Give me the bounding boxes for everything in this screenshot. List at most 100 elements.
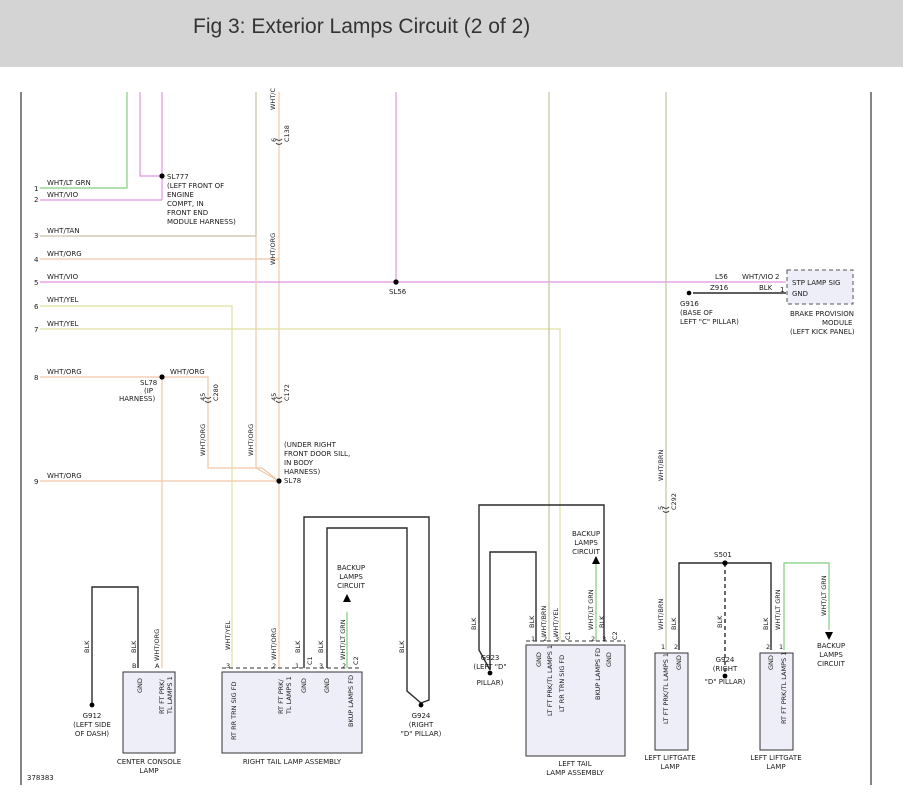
rt-tail-ground-wire: BLK [398,640,406,653]
left-liftgate-lamp-1-name: LAMP [660,763,679,771]
backup-label: LAMPS [819,651,843,659]
splice-g916 [686,290,692,296]
c138-name: C138 [283,125,291,142]
sl78-upper-label: HARNESS) [119,395,155,403]
rt-tail-pin: 1 [295,662,299,670]
lg2-pin: 2 [766,643,770,651]
wire-label: WHT/LT GRN [47,179,91,187]
wire-label-vert-org-3: WHT/ORG [247,424,255,456]
sl78-upper-label: (IP [144,387,153,395]
s501-label: S501 [714,551,732,559]
backup-arrow-up-icon [343,594,351,602]
bpm-label: (LEFT KICK PANEL) [790,328,855,336]
g916-label: LEFT "C" PILLAR) [680,318,739,326]
lt-tail-conn-tag: C1 [564,631,572,640]
sl777-label: FRONT END [167,209,208,217]
pin-number: 1 [34,185,38,193]
right-tail-lamp-name: RIGHT TAIL LAMP ASSEMBLY [243,758,342,766]
sl78-wire-label: WHT/ORG [170,368,205,376]
wire-label-vert-org-1: WHT/ORG [269,233,277,265]
pin-number: 6 [34,303,39,311]
inline-connectors [204,138,670,513]
bpm-pin-name: GND [792,290,808,298]
rt-tail-func: BKUP LAMPS FD [347,675,355,727]
connector-c138-symbol [275,138,283,145]
c280-name: C280 [212,384,220,401]
left-pin-numbers: 1 2 3 4 5 6 7 8 9 [34,185,39,486]
rt-tail-wire: BLK [294,640,302,653]
sl78-upper-label: SL78 [140,379,157,387]
c292-pin: 5 [657,506,665,510]
figure-header: Fig 3: Exterior Lamps Circuit (2 of 2) [0,0,903,67]
backup-label: LAMPS [339,573,363,581]
figure-title: Fig 3: Exterior Lamps Circuit (2 of 2) [193,15,531,38]
wire-blk-rt-tail-1 [303,516,430,704]
bpm-pin-num: 2 [775,273,779,281]
brake-provision-module-box [786,269,854,305]
sl777-label: ENGINE [167,191,194,199]
g924a-label: G924 [412,712,431,720]
pin-number: 9 [34,478,38,486]
wire-label: WHT/VIO [47,273,79,281]
console-ground-wire: BLK [83,640,91,653]
lg1-pin: 2 [674,643,678,651]
rt-tail-func: GND [300,678,308,693]
console-func-gnd: GND [136,678,144,693]
lg1-wire: WHT/BRN [657,599,665,630]
sl78-lower-label: (UNDER RIGHT [284,441,337,449]
wire-label: WHT/ORG [47,368,82,376]
rt-tail-func: RT RR TRN SIG FD [230,682,238,740]
g924b-label: "D" PILLAR) [705,678,746,686]
lt-tail-conn-tag: C2 [611,631,619,640]
g916-label: G916 [680,300,699,308]
backup-arrows [343,556,833,640]
wire-label: WHT/YEL [47,320,79,328]
wire-wht-org-vert-2 [255,236,280,482]
wire-blk-rt-tail-2 [326,527,422,704]
lg2-wire: BLK [762,617,770,630]
c172-pin: 45 [270,393,278,401]
lg2-func: RT FT PRK/TL LAMPS 1 [780,652,788,724]
console-wire-org: WHT/ORG [153,629,161,661]
wire-wht-yel-7 [40,328,561,641]
ground-g923-symbol [487,670,493,676]
sl78-lower-label: SL78 [284,477,301,485]
rt-tail-func: RT FT PRK/ [277,679,285,714]
pin-number: 5 [34,279,38,287]
backup-label: BACKUP [337,564,365,572]
wire-label-vert-org-2: WHT/ORG [199,424,207,456]
bpm-label: MODULE [822,319,852,327]
backup-label: LAMPS [574,539,598,547]
wire-label-z916-color: BLK [759,284,773,292]
lt-tail-ground-wire: BLK [470,617,478,630]
lt-tail-func: LT RR TRN SIG FD [558,655,566,712]
left-liftgate-lamp-2-name: LEFT LIFTGATE [750,754,801,762]
lg1-wire: BLK [670,617,678,630]
left-liftgate-lamp-1-box [654,652,689,751]
lt-tail-func: LT FT PRK/TL LAMPS 1 [546,645,554,716]
g912-label: OF DASH) [75,730,110,738]
pin-number: 2 [34,196,38,204]
c292-name: C292 [670,493,678,510]
connector-c280-symbol [204,396,212,403]
lg2-backup-wire: WHT/LT GRN [820,575,828,616]
splice-sl56 [393,279,399,285]
center-console-lamp-name: LAMP [139,767,158,775]
wire-label: WHT/ORG [47,472,82,480]
lt-tail-wire: WHT/BRN [540,606,548,637]
c138-pin: 6 [270,138,278,142]
connector-c172-symbol [275,396,283,403]
rt-tail-wire: WHT/YEL [224,620,232,650]
wire-blk-lt-tail-2 [478,504,605,671]
wire-wht-yel-6 [40,305,233,668]
figure-id: 378383 [27,774,54,782]
bpm-pin-name: STP LAMP SIG [792,279,840,287]
lg1-pin: 1 [661,643,665,651]
brake-provision-module: 2 STP LAMP SIG 1 GND BRAKE PROVISION MOD… [680,273,855,336]
pin-number: 3 [34,232,38,240]
splice-labels: SL777 (LEFT FRONT OF ENGINE COMPT, IN FR… [119,173,732,559]
rt-tail-func: GND [323,678,331,693]
splice-sl78-upper [159,374,165,380]
g924b-label: (RIGHT [713,665,738,673]
c172-name: C172 [283,384,291,401]
